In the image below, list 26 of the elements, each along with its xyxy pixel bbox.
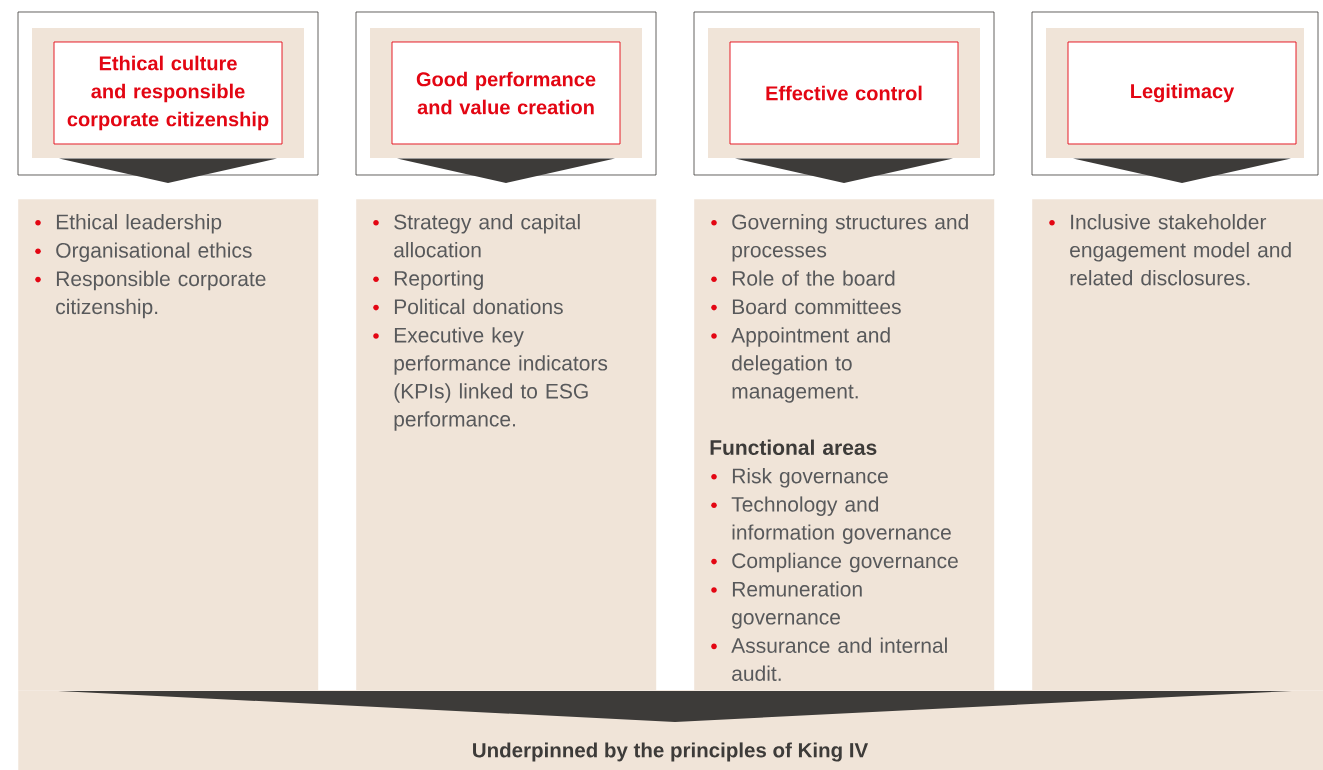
arrow-head	[1073, 158, 1291, 183]
arrow-head	[397, 158, 615, 183]
heading-box: Good performance and value creation	[391, 41, 621, 145]
bullet-item: Strategy and capital allocation	[373, 214, 580, 258]
bullet-item: Appointment and delegation to management.	[711, 327, 890, 403]
arrow-head	[735, 158, 953, 183]
bullet-item: Organisational ethics	[35, 242, 252, 262]
arrow-head	[59, 158, 277, 183]
bullet-item: Risk governance	[711, 468, 888, 488]
bullet-item: Assurance and internal audit.	[711, 637, 947, 681]
section-heading: Functional areas	[710, 439, 877, 455]
bullet-item: Executive key performance indicators (KPIs) linked to ESG performance.	[373, 327, 608, 431]
bullet-item: Remuneration governance	[711, 581, 862, 629]
bullet-item: Board committees	[711, 298, 901, 315]
bullet-item: Responsible corporate citizenship.	[35, 270, 266, 319]
bullet-item: Reporting	[373, 270, 483, 290]
bullet-item: Technology and information governance	[711, 496, 951, 544]
bullet-item: Governing structures and processes	[711, 214, 968, 262]
bullet-item: Political donations	[373, 298, 563, 315]
bullet-item: Ethical leadership	[35, 214, 222, 234]
bullet-item: Role of the board	[711, 270, 895, 286]
heading-box: Effective control	[729, 41, 959, 145]
bullet-item: Inclusive stakeholder engagement model and related disclosures.	[1049, 214, 1291, 286]
heading-box: Ethical culture and responsible corporate citizenship	[53, 41, 283, 145]
bullet-item: Compliance governance	[711, 552, 958, 573]
heading-box: Legitimacy	[1067, 41, 1297, 145]
